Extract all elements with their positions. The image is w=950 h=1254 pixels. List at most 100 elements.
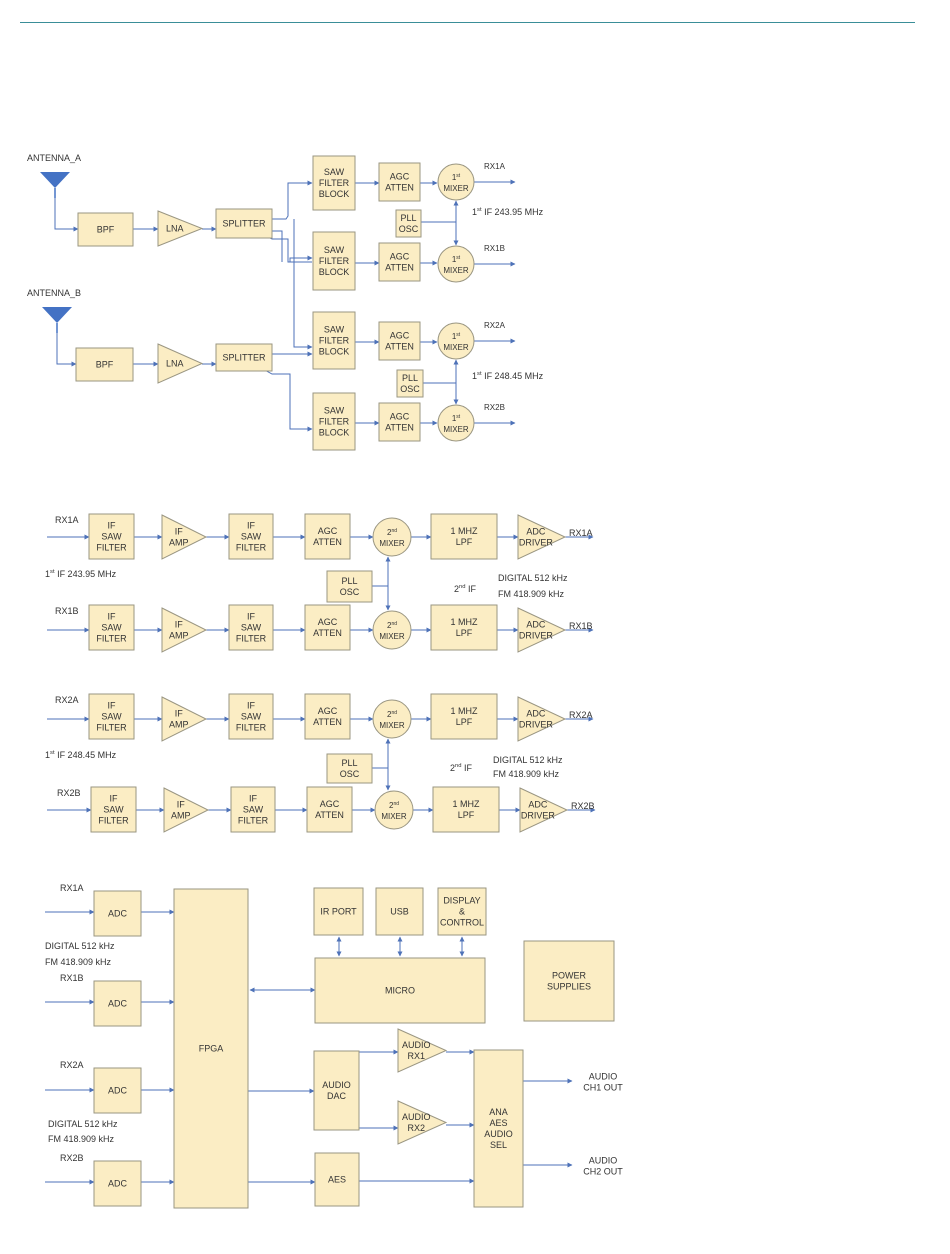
if-saw-filter-a-3-label-line-1: IF	[108, 701, 117, 711]
audio-ch2-out-label-line-1: AUDIO	[589, 1156, 618, 1166]
lna-a	[157, 210, 204, 247]
saw-filter-block-1-label-line-2: FILTER	[319, 178, 350, 188]
mixer-2-1-label: MIXER	[379, 539, 405, 548]
if-saw-filter-a-1-label-line-1: IF	[108, 521, 117, 531]
mixer-1-3	[437, 322, 475, 360]
if-saw-filter-b-4-label-line-3: FILTER	[238, 816, 269, 826]
if-saw-filter-b-1	[228, 513, 274, 560]
agc-atten-2-1	[304, 513, 351, 560]
if-saw-filter-a-4	[90, 786, 137, 833]
adc-driver-2-label-line-1: ADC	[526, 620, 546, 630]
mixer-2-1-order: 2nd	[387, 528, 397, 537]
audio-rx2-amp-label-line-1: AUDIO	[402, 1112, 431, 1122]
agc-atten-2-1-label-line-2: ATTEN	[313, 537, 342, 547]
mixer-2-2-order: 2nd	[387, 621, 397, 630]
fpga-label: FPGA	[199, 1044, 224, 1054]
antenna-b-icon	[42, 307, 72, 323]
if-amp-4	[163, 787, 210, 833]
agc-atten-1-4	[378, 402, 421, 442]
adc-driver-1-label-line-2: DRIVER	[519, 538, 554, 548]
pll-osc-1a	[395, 209, 422, 238]
stage3-fm-a-label: FM 418.909 kHz	[45, 957, 112, 967]
audio-ch2-out-label-line-2: CH2 OUT	[583, 1167, 623, 1177]
stage2-rx1b-in-label: RX1B	[55, 606, 79, 616]
if-saw-filter-b-1-label-line-3: FILTER	[236, 543, 267, 553]
if-amp-4-label-line-1: IF	[177, 800, 186, 810]
power-supplies-label-line-2: SUPPLIES	[547, 982, 591, 992]
bpf-b	[75, 347, 134, 382]
stage2-fm-b-label: FM 418.909 kHz	[493, 769, 560, 779]
agc-atten-1-3-label-line-2: ATTEN	[385, 342, 414, 352]
agc-atten-2-2-label-line-1: AGC	[318, 617, 338, 627]
mixer-1-1-label: MIXER	[443, 184, 469, 193]
stage2-rx2b-out-label: RX2B	[571, 801, 595, 811]
mixer-1-4-label: MIXER	[443, 425, 469, 434]
lpf-4-label-line-1: 1 MHZ	[453, 799, 481, 809]
saw-filter-block-2	[312, 231, 356, 291]
stage2-rx2b-in-label: RX2B	[57, 788, 81, 798]
lna-b-label: LNA	[166, 359, 184, 369]
saw-filter-block-3	[312, 311, 356, 370]
bpf-b-label: BPF	[96, 360, 114, 370]
cross-b-to-rx1b	[289, 255, 313, 262]
lna-b	[157, 343, 204, 384]
mixer-1-1	[437, 163, 475, 201]
cross-a-to-rx2a	[293, 219, 313, 350]
antenna-b-label: ANTENNA_B	[27, 288, 81, 298]
bpf-a-label: BPF	[97, 225, 115, 235]
mixer-2-4	[374, 790, 414, 830]
stage3-rx1b-label: RX1B	[60, 973, 84, 983]
lpf-3-label-line-1: 1 MHZ	[451, 706, 479, 716]
agc-atten-2-4-label-line-2: ATTEN	[315, 810, 344, 820]
pll-osc-2a-label-line-1: PLL	[341, 576, 357, 586]
agc-atten-1-1	[378, 162, 421, 202]
stage2-2nd-if-b-label: 2nd IF	[450, 763, 473, 773]
bpf-a	[77, 212, 134, 247]
adc-driver-1-label-line-1: ADC	[526, 527, 546, 537]
stage2-rx1a-out-label: RX1A	[569, 528, 593, 538]
stage2-if-b-label: 1st IF 248.45 MHz	[45, 750, 117, 760]
if-saw-filter-a-4-label-line-2: SAW	[103, 805, 124, 815]
if-saw-filter-b-4	[230, 786, 276, 833]
micro-label: MICRO	[385, 986, 415, 996]
if-saw-filter-b-3	[228, 693, 274, 740]
saw-filter-block-3-label-line-1: SAW	[324, 325, 345, 335]
agc-atten-1-1-label-line-2: ATTEN	[385, 183, 414, 193]
if-amp-3-label-line-2: AMP	[169, 720, 189, 730]
stage2-if-a-label: 1st IF 243.95 MHz	[45, 569, 117, 579]
mixer-2-1	[372, 517, 412, 557]
mixer-2-3-order: 2nd	[387, 710, 397, 719]
mixer-1-2-order: 1st	[452, 255, 461, 264]
saw-filter-block-1-label-line-3: BLOCK	[319, 189, 350, 199]
power-supplies	[523, 940, 615, 1022]
lpf-4-label-line-2: LPF	[458, 810, 475, 820]
stage1-if-a-label: 1st IF 243.95 MHz	[472, 207, 544, 217]
adc-driver-3	[517, 696, 567, 742]
agc-atten-2-3-label-line-1: AGC	[318, 706, 338, 716]
agc-atten-2-2	[304, 604, 351, 651]
lpf-3-label-line-2: LPF	[456, 717, 473, 727]
ana-aes-audio-sel	[473, 1049, 524, 1208]
adc-1-label: ADC	[108, 909, 128, 919]
audio-ch1-out-label-line-2: CH1 OUT	[583, 1083, 623, 1093]
stage1-rx2b-label: RX2B	[484, 403, 505, 412]
stage2-rx2a-in-label: RX2A	[55, 695, 79, 705]
antenna-a-icon	[40, 172, 70, 188]
if-amp-1	[161, 514, 208, 560]
lpf-2	[430, 604, 498, 651]
splitter-b-label: SPLITTER	[222, 353, 266, 363]
agc-atten-2-4-label-line-1: AGC	[320, 799, 340, 809]
pll-osc-2a-label-line-2: OSC	[340, 587, 360, 597]
stage1-rx1b-label: RX1B	[484, 244, 505, 253]
agc-atten-1-4-label-line-1: AGC	[390, 412, 410, 422]
adc-driver-4-label-line-2: DRIVER	[521, 811, 556, 821]
adc-driver-1	[517, 514, 567, 560]
if-saw-filter-a-3-label-line-3: FILTER	[96, 723, 127, 733]
lpf-2-label-line-2: LPF	[456, 628, 473, 638]
audio-rx1-amp-label-line-1: AUDIO	[402, 1040, 431, 1050]
if-saw-filter-a-2-label-line-3: FILTER	[96, 634, 127, 644]
ant-b-to-bpf	[56, 333, 77, 367]
mixer-2-4-order: 2nd	[389, 801, 399, 810]
pll-osc-2b-label-line-1: PLL	[341, 758, 357, 768]
